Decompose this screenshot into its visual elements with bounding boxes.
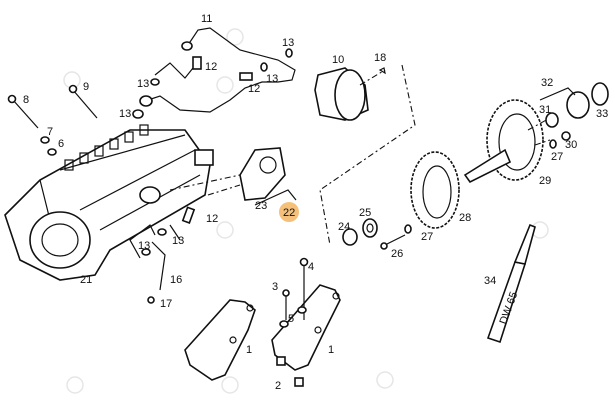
callout-2[interactable]: 2 (275, 380, 281, 392)
bracket-1-left[interactable] (184, 299, 256, 381)
callout-34[interactable]: 34 (484, 275, 496, 287)
callout-11[interactable]: 11 (201, 13, 212, 25)
callout-23[interactable]: 23 (255, 200, 267, 212)
callout-13[interactable]: 13 (138, 240, 150, 252)
bushing-31[interactable] (545, 112, 559, 128)
banjo-bolts[interactable] (132, 48, 293, 119)
bolt-9[interactable] (68, 84, 98, 119)
nut-2b[interactable] (294, 377, 304, 387)
callout-12[interactable]: 12 (206, 213, 218, 225)
callout-12[interactable]: 12 (205, 61, 217, 73)
callout-21[interactable]: 21 (80, 274, 92, 286)
washer-13a[interactable] (157, 228, 167, 236)
callout-28[interactable]: 28 (459, 212, 471, 224)
bolt-26[interactable] (380, 234, 406, 250)
callout-4[interactable]: 4 (308, 261, 314, 273)
callout-29[interactable]: 29 (539, 175, 551, 187)
callout-13[interactable]: 13 (119, 108, 131, 120)
nut-30[interactable] (561, 131, 571, 141)
fuel-pipe-11[interactable] (139, 27, 296, 113)
callout-18[interactable]: 18 (374, 52, 386, 64)
callout-32[interactable]: 32 (541, 77, 553, 89)
washer-13b[interactable] (141, 248, 151, 256)
seal-24[interactable] (342, 228, 358, 246)
bolt-3[interactable] (282, 289, 290, 320)
washer-17[interactable] (147, 296, 155, 304)
gear-28[interactable] (410, 151, 460, 229)
callout-31[interactable]: 31 (539, 104, 551, 116)
washer-27b[interactable] (404, 224, 412, 234)
seal-ring-33[interactable] (591, 82, 609, 106)
callout-3[interactable]: 3 (272, 281, 278, 293)
callout-13[interactable]: 13 (137, 78, 149, 90)
callout-13[interactable]: 13 (282, 37, 294, 49)
cover-23[interactable] (239, 147, 286, 201)
callout-8[interactable]: 8 (23, 94, 29, 106)
callout-27[interactable]: 27 (551, 151, 563, 163)
callout-9[interactable]: 9 (83, 81, 89, 93)
callout-33[interactable]: 33 (596, 108, 608, 120)
washer-7[interactable] (40, 136, 50, 144)
callout-10[interactable]: 10 (332, 54, 344, 66)
washer-5b[interactable] (297, 306, 307, 314)
pipe-16[interactable] (151, 241, 166, 291)
bearing-25[interactable] (362, 218, 378, 238)
bolt-12-lower[interactable] (181, 206, 196, 224)
callout-12[interactable]: 12 (248, 83, 260, 95)
injection-pump[interactable] (4, 124, 214, 281)
sealant-tube-34[interactable]: DW 65 (486, 223, 536, 344)
nut-2a[interactable] (276, 356, 286, 366)
callout-7[interactable]: 7 (47, 126, 53, 138)
highlight-marker[interactable] (279, 202, 299, 222)
governor-housing-10[interactable] (314, 67, 386, 121)
washer-5a[interactable] (279, 320, 289, 328)
washer-27[interactable] (549, 139, 557, 149)
callout-17[interactable]: 17 (160, 298, 172, 310)
callout-13[interactable]: 13 (172, 235, 184, 247)
callout-22[interactable]: 22 (283, 207, 295, 219)
callout-1[interactable]: 1 (328, 344, 334, 356)
callout-1[interactable]: 1 (246, 344, 252, 356)
callout-27[interactable]: 27 (421, 231, 433, 243)
callout-13[interactable]: 13 (266, 73, 278, 85)
nut-6[interactable] (47, 148, 57, 156)
sleeve-32[interactable] (566, 91, 590, 119)
callout-5[interactable]: 5 (288, 313, 294, 325)
gear-29[interactable] (463, 99, 544, 184)
callout-30[interactable]: 30 (565, 139, 577, 151)
callout-6[interactable]: 6 (58, 138, 64, 150)
bolt-8[interactable] (7, 94, 39, 129)
callout-16[interactable]: 16 (170, 274, 182, 286)
callout-24[interactable]: 24 (338, 221, 350, 233)
callout-26[interactable]: 26 (391, 248, 403, 260)
callout-25[interactable]: 25 (359, 207, 371, 219)
